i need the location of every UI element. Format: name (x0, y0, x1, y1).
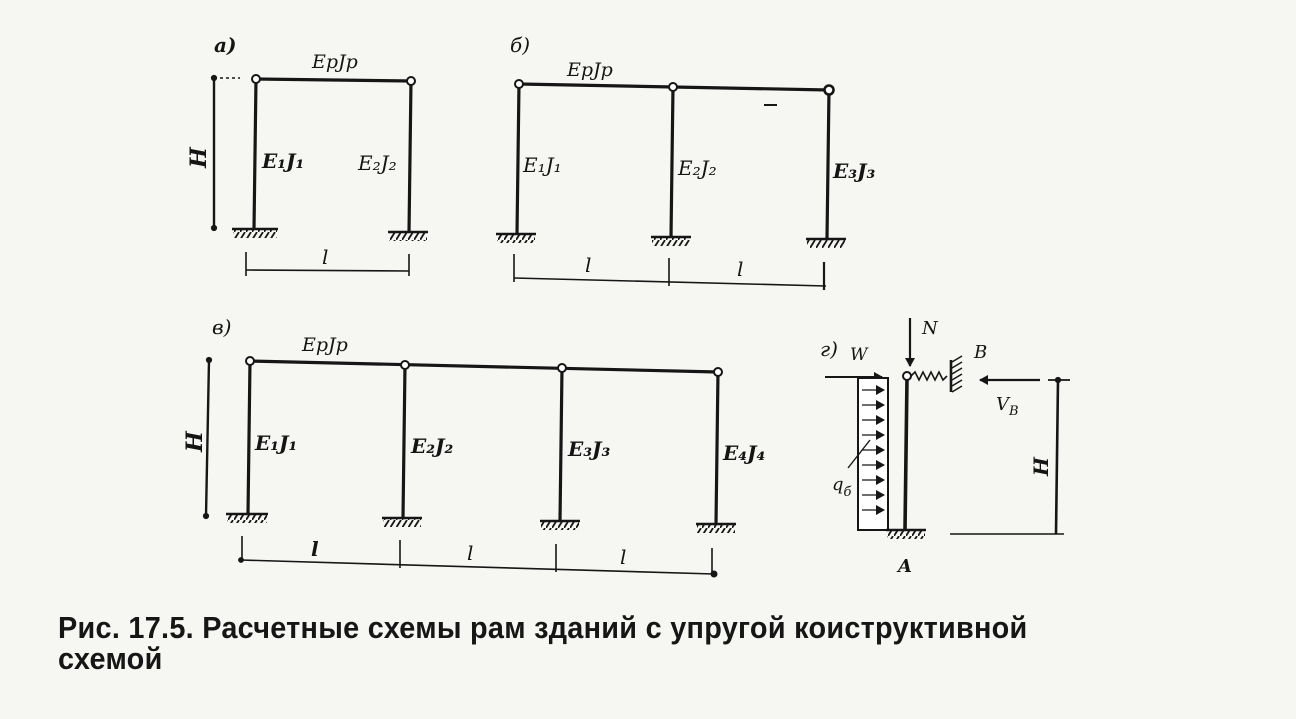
frame-a-column-1-label: E₁J₁ (261, 149, 304, 173)
reaction-label: VB (996, 394, 1019, 419)
frame-c-span-label-2: l (467, 541, 473, 565)
elastic-spring (910, 370, 948, 382)
column-scheme-d: г) W qб N (820, 318, 1070, 577)
distributed-load-label: qб (832, 474, 852, 500)
column-d-top-hinge (902, 371, 912, 381)
panel-a-tag: а) (214, 33, 236, 57)
frame-c-hinge-2 (400, 360, 410, 370)
frame-a-column-2 (407, 80, 413, 233)
frame-b-span-label-2: l (737, 257, 743, 281)
frame-c-hinge-4 (713, 367, 723, 377)
frame-a-column-1 (252, 78, 258, 230)
frame-b-span-dimension (513, 254, 827, 290)
frame-a-height-dimension (210, 74, 240, 232)
frame-c-column-4-label: E₄J₄ (722, 441, 765, 465)
frame-a-crossbar (255, 77, 412, 83)
frame-b-fixed-support-1 (496, 232, 536, 243)
spring-wall-support (949, 355, 963, 393)
frame-b-fixed-support-2 (651, 235, 691, 246)
frame-c-column-3 (558, 367, 564, 522)
frame-c-fixed-support-3 (540, 519, 580, 530)
frame-b-span-label-1: l (585, 253, 591, 277)
wind-label: W (850, 345, 869, 365)
frame-c: в) H EрJр E₁J₁ (182, 315, 765, 578)
column-d-fixed-support (886, 528, 926, 539)
frame-b-column-1 (515, 83, 521, 235)
frame-b-hinge-2 (668, 82, 678, 92)
frame-a-span-label: l (322, 245, 328, 269)
support-b-label: B (973, 342, 987, 363)
frame-a-span-dimension (245, 252, 410, 276)
frame-b-fixed-support-3 (806, 237, 846, 248)
column-d-height-dimension (950, 376, 1070, 535)
frame-b-crossbar-label: EрJр (566, 59, 613, 81)
frame-c-column-4 (714, 371, 720, 525)
frame-b-column-2 (669, 86, 675, 238)
frame-b: б) EрJр E₁J₁ E₂J₂ E₃J₃ l l (496, 33, 875, 290)
distributed-load-symbol: q (832, 474, 844, 495)
frame-c-column-2-label: E₂J₂ (410, 434, 453, 458)
frame-b-hinge-1 (514, 79, 524, 89)
frame-a-hinge-2 (406, 76, 416, 86)
column-d-height-label: H (1029, 456, 1053, 477)
frame-c-column-1 (246, 360, 252, 515)
frame-b-column-2-label: E₂J₂ (677, 156, 717, 180)
frame-c-span-label-1: l (311, 537, 319, 561)
frame-b-hinge-3 (823, 84, 835, 96)
frame-a-height-label: H (186, 146, 212, 169)
frame-a-crossbar-label: EрJр (311, 51, 358, 73)
frame-c-span-label-3: l (620, 545, 626, 569)
base-a-label: A (896, 556, 912, 577)
figure-caption: Рис. 17.5. Расчетные схемы рам зданий с … (58, 612, 1174, 674)
figure-caption-line-2: схемой (58, 641, 163, 676)
column-d (903, 377, 909, 531)
panel-b-tag: б) (510, 33, 530, 57)
frame-c-hinge-1 (245, 356, 255, 366)
frame-c-fixed-support-2 (382, 516, 422, 527)
frame-c-hinge-3 (557, 363, 567, 373)
frame-b-column-3-label: E₃J₃ (832, 159, 875, 183)
frame-c-span-dimension (238, 536, 718, 578)
frame-c-fixed-support-4 (696, 522, 736, 533)
reaction-symbol: V (996, 394, 1011, 415)
distributed-wind-load (847, 377, 889, 531)
frame-a-column-2-label: E₂J₂ (357, 151, 397, 175)
vertical-load-label: N (921, 318, 939, 339)
frame-a-hinge-1 (251, 74, 261, 84)
frame-a: а) H EрJр E₁J₁ E₂J₂ l (186, 33, 428, 276)
frame-a-fixed-support-2 (388, 230, 428, 241)
frame-c-height-label: H (182, 430, 208, 453)
panel-c-tag: в) (212, 315, 231, 339)
frame-c-column-2 (401, 364, 407, 519)
frame-c-height-dimension (202, 356, 213, 520)
frame-c-fixed-support-1 (226, 512, 268, 523)
frame-c-column-3-label: E₃J₃ (567, 437, 610, 461)
frame-c-column-1-label: E₁J₁ (254, 431, 297, 455)
frame-a-fixed-support-1 (232, 227, 278, 238)
panel-d-tag: г) (820, 337, 838, 361)
frame-b-column-1-label: E₁J₁ (522, 153, 562, 177)
frame-c-crossbar-label: EрJр (301, 334, 348, 356)
figure-caption-line-1: Рис. 17.5. Расчетные схемы рам зданий с … (58, 610, 1028, 645)
frame-c-crossbar (249, 359, 719, 374)
frame-b-column-3 (825, 89, 831, 240)
distributed-load-subscript: б (844, 485, 852, 500)
reaction-subscript: B (1008, 404, 1019, 419)
